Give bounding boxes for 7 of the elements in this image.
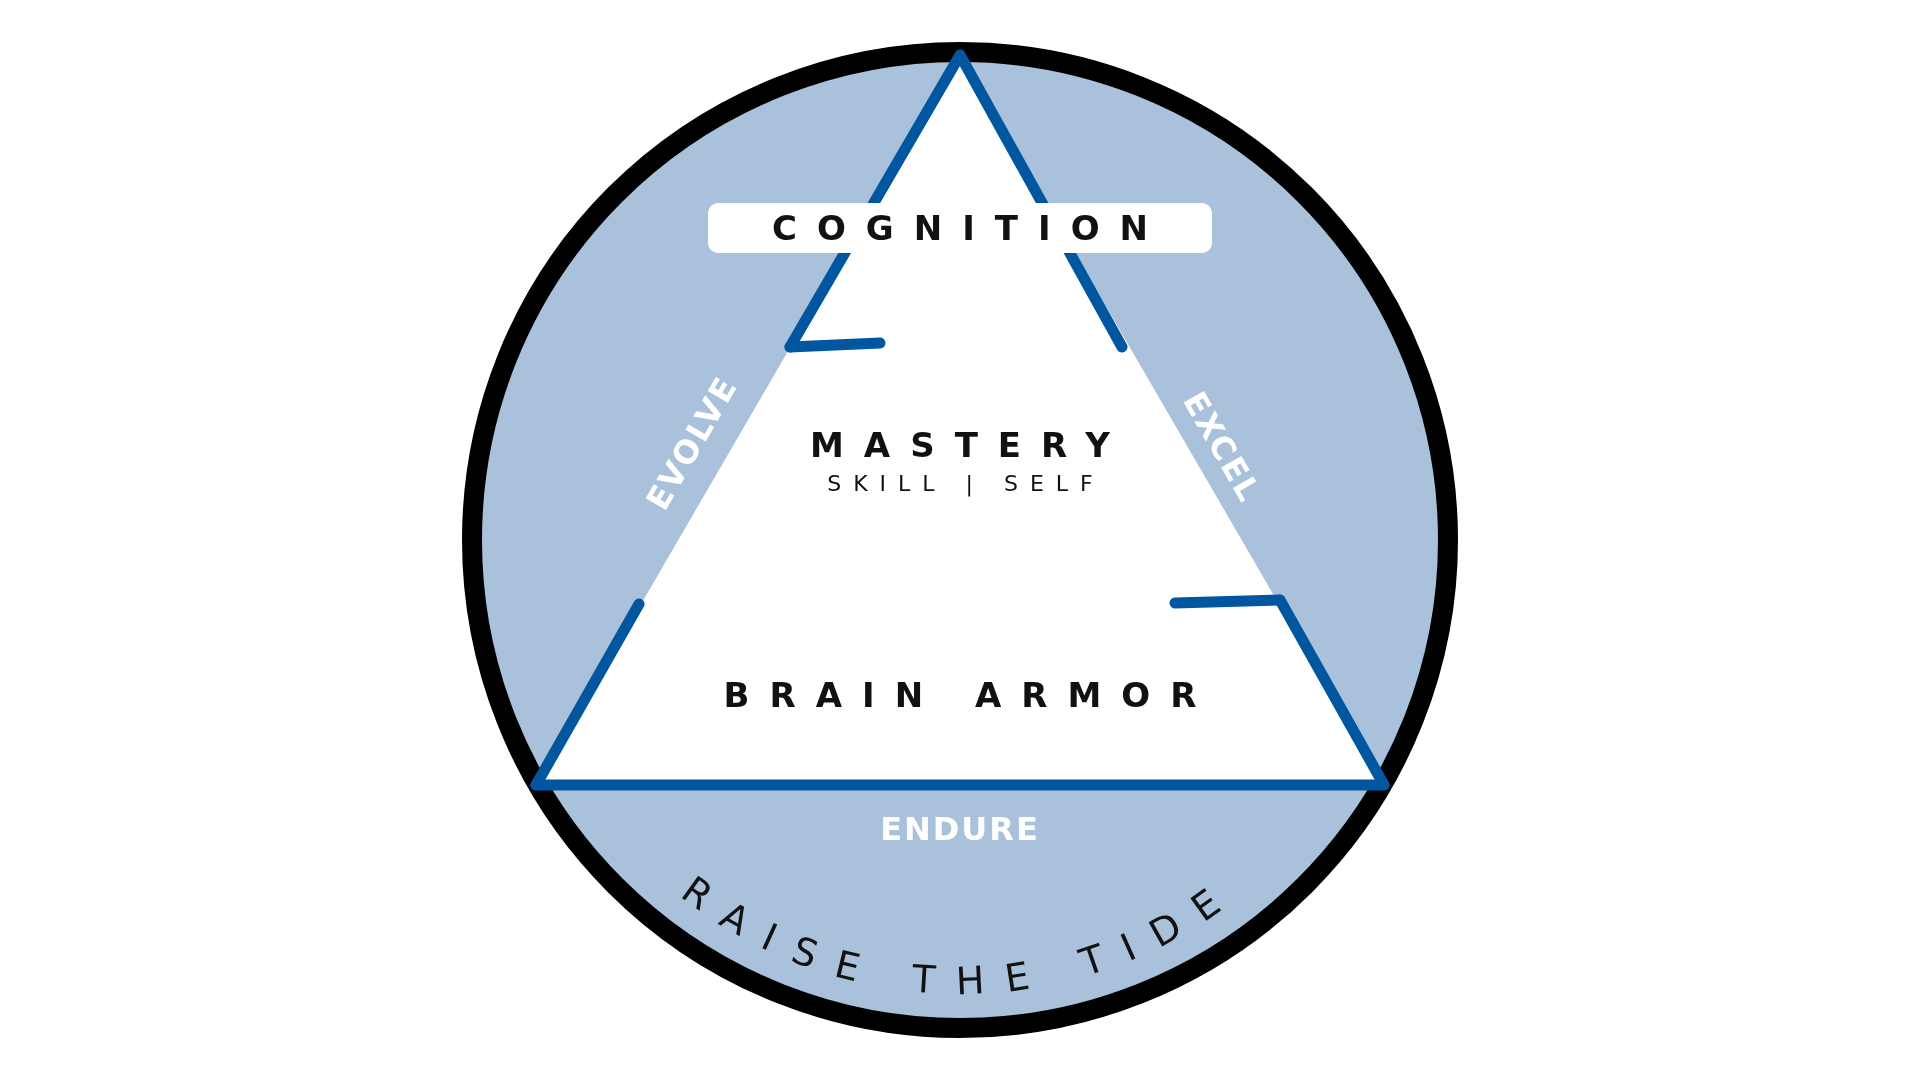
outer-circle (460, 40, 1460, 1040)
tier-heading: MASTERY (809, 424, 1130, 465)
tier-heading: BRAIN ARMOR (722, 675, 1217, 715)
tier-heading: COGNITION (770, 208, 1169, 248)
tier-subheading: SKILL | SELF (826, 470, 1105, 496)
title-tag (708, 203, 1212, 253)
side-label: ENDURE (879, 809, 1041, 849)
